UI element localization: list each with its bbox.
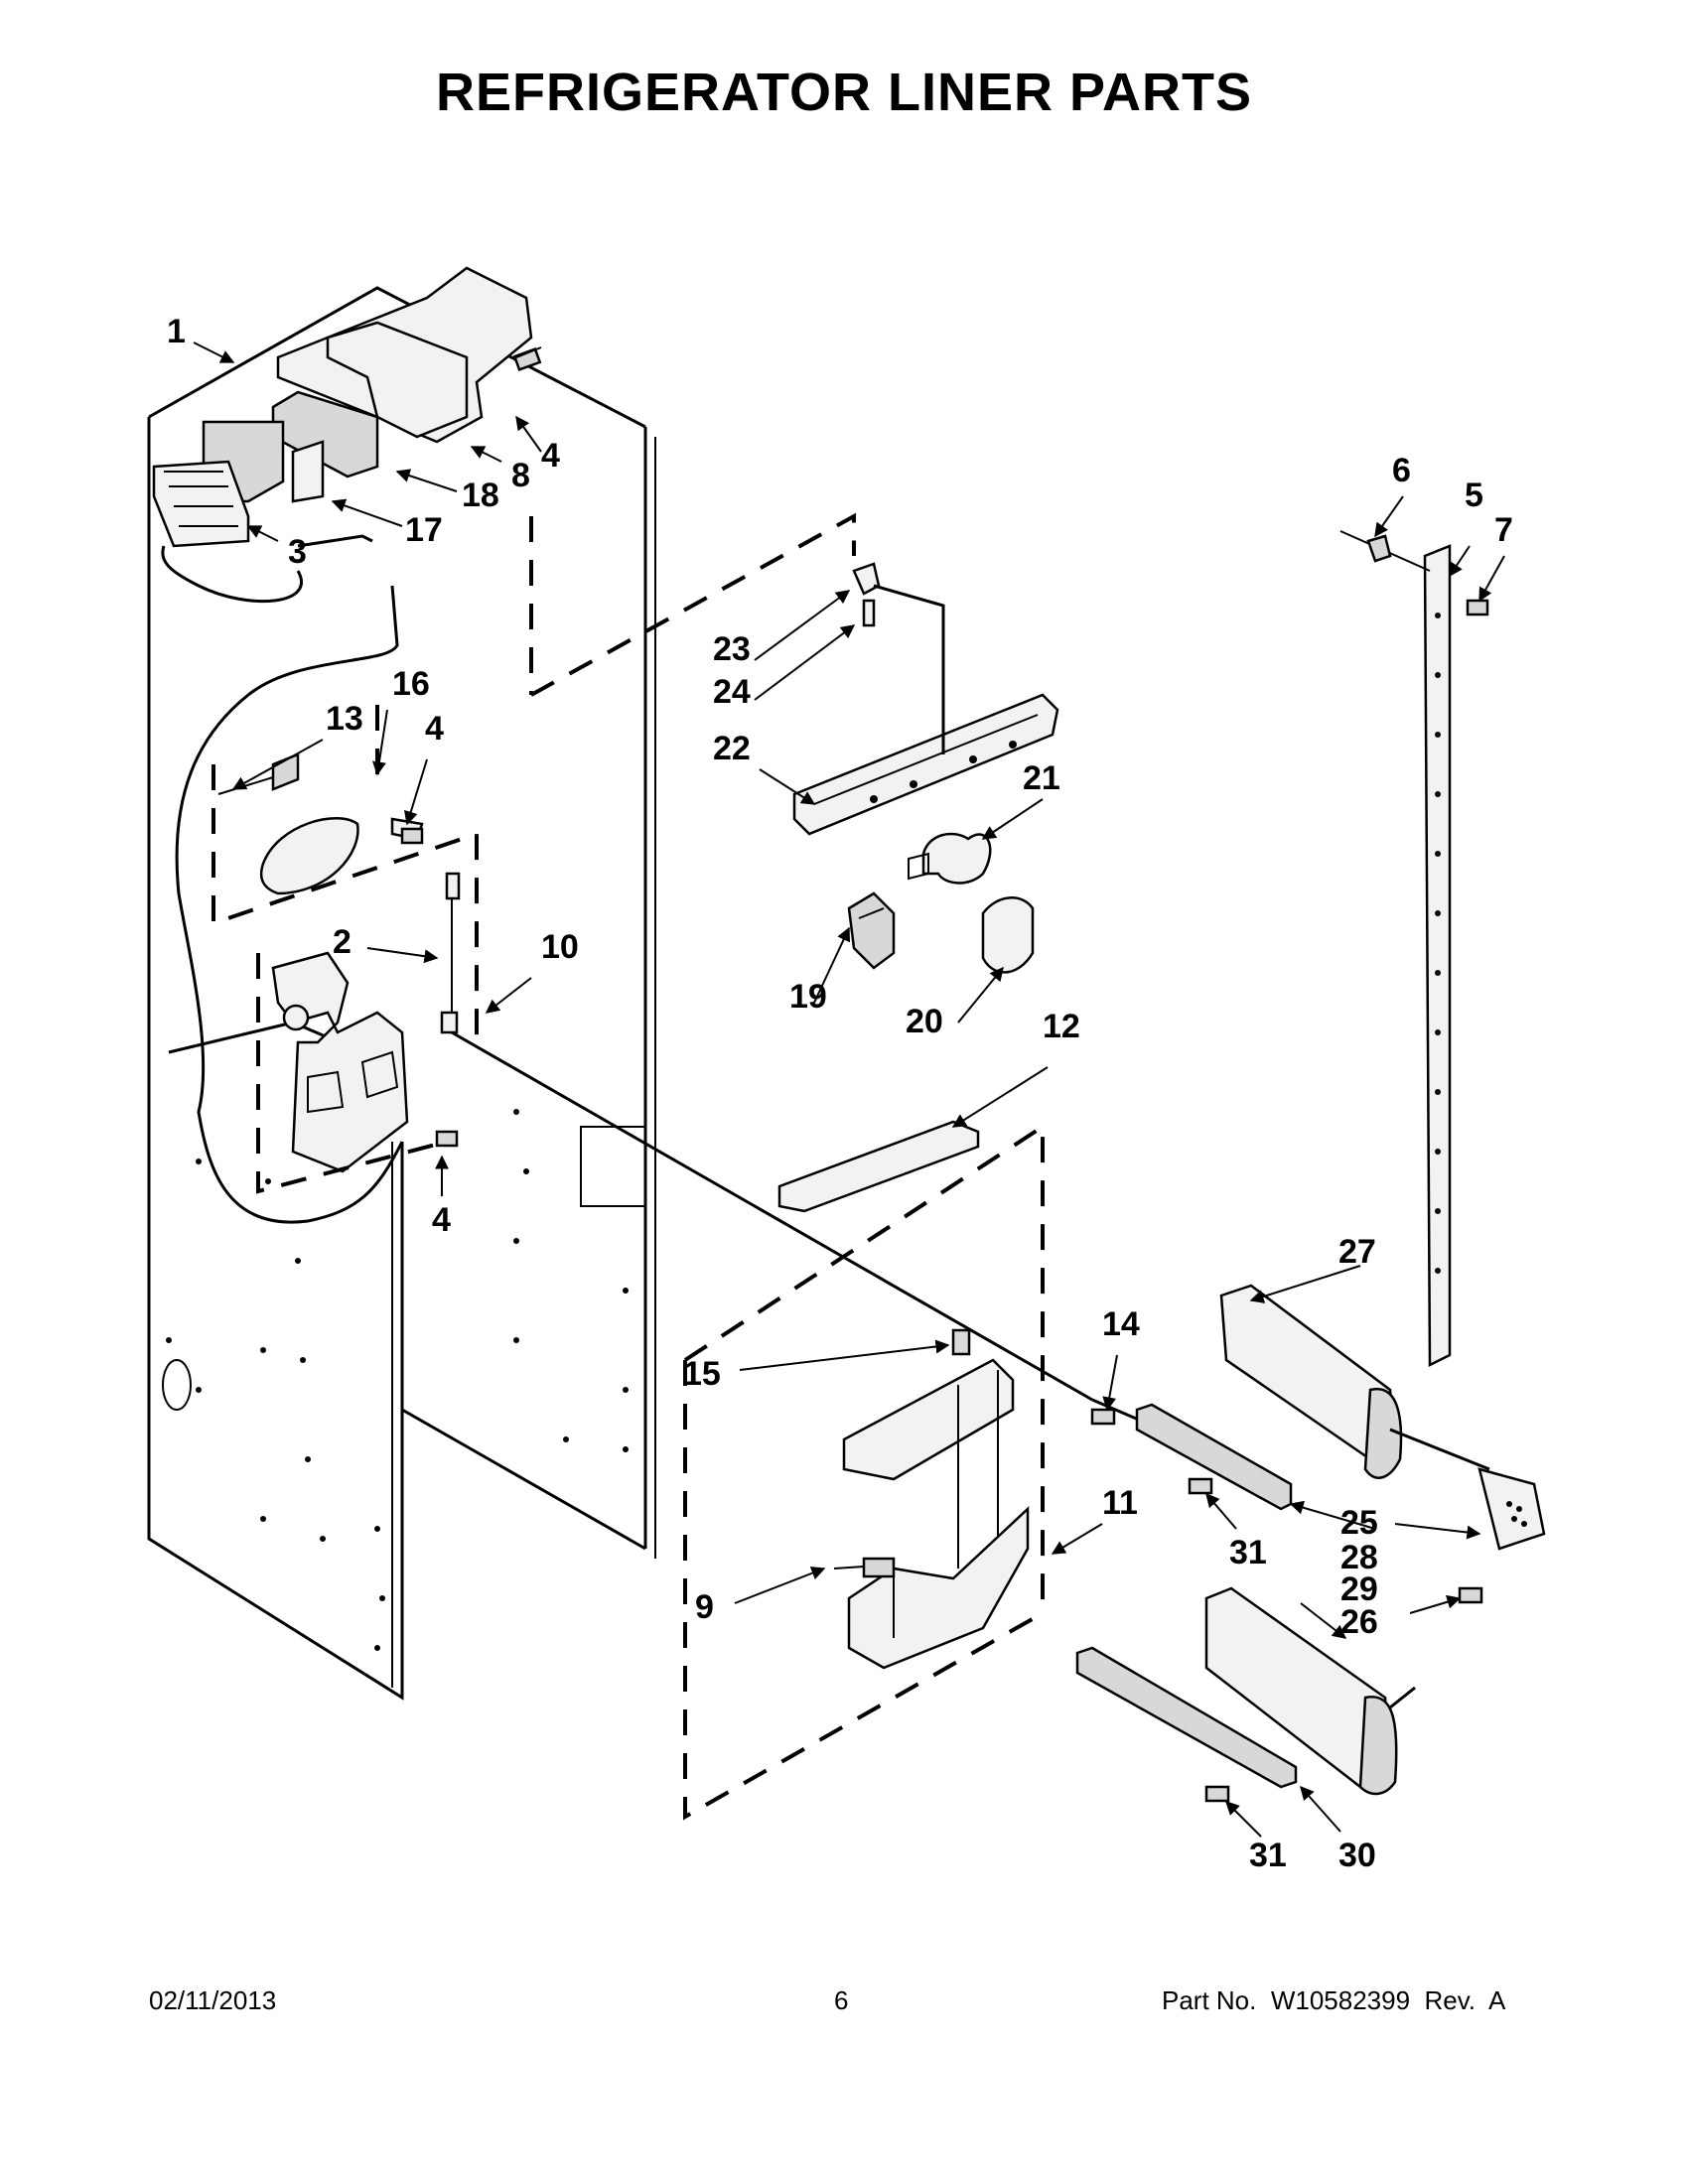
screw-26 [1458,1586,1483,1604]
light-housing [271,872,461,1173]
callout-1: 1 [167,313,186,350]
callout-26: 26 [1340,1603,1378,1641]
lower-crisper-cover [1204,1586,1398,1796]
air-tower-housing [152,266,533,548]
callout-31-lower: 31 [1249,1837,1287,1874]
control-module [217,752,424,895]
callout-14: 14 [1102,1305,1140,1343]
leader-arrows [193,341,1505,1838]
callout-31-upper: 31 [1229,1534,1267,1571]
liner-panel [147,286,656,1701]
callout-11: 11 [1102,1484,1138,1522]
callout-8: 8 [511,457,530,494]
callout-16: 16 [392,665,430,703]
screw-7 [1466,599,1489,616]
callout-2: 2 [333,923,352,961]
callout-15: 15 [683,1355,721,1393]
footer-part-number: Part No. W10582399 Rev. A [1162,1985,1506,2015]
callout-9: 9 [695,1588,714,1626]
screw-15 [951,1328,971,1356]
callout-22: 22 [713,730,751,767]
callout-18: 18 [462,477,499,514]
light-cover [981,896,1035,974]
page-title: REFRIGERATOR LINER PARTS [435,63,1253,122]
footer-date: 02/11/2013 [149,1985,277,2015]
control-box-cover [842,1358,1015,1569]
callout-6: 6 [1392,452,1411,489]
callout-20: 20 [906,1003,943,1040]
callout-27: 27 [1338,1233,1376,1271]
callout-5: 5 [1465,477,1483,514]
control-box [847,1506,1030,1670]
light-bulb [908,832,992,885]
lower-drawer-slide [1075,1646,1298,1789]
callout-29: 29 [1340,1570,1378,1608]
callout-21: 21 [1023,759,1060,797]
shelf-rail [1423,544,1452,1368]
callout-12: 12 [1043,1008,1080,1045]
callout-4-middle: 4 [425,710,444,748]
callout-13: 13 [326,700,363,738]
callout-3: 3 [288,533,307,571]
humidity-control [1477,1467,1546,1551]
callout-24: 24 [713,673,751,711]
light-shield [777,1120,980,1213]
callout-23: 23 [713,630,751,668]
upper-crisper-cover [1219,1284,1403,1479]
screw-31-lower [1204,1785,1230,1803]
callout-30: 30 [1338,1837,1376,1874]
callout-28: 28 [1340,1539,1378,1576]
callout-10: 10 [541,928,579,966]
footer-page-number: 6 [834,1985,849,2015]
wire-connector [833,1557,896,1578]
screw-4-top [512,346,542,371]
callout-4-top: 4 [541,437,560,475]
callout-25: 25 [1340,1504,1378,1542]
callout-4-lower: 4 [432,1201,451,1239]
screw-31-upper [1188,1477,1213,1495]
callout-17: 17 [405,511,443,549]
screw-4-lower [435,1130,459,1148]
upper-drawer-slide [1135,1403,1293,1511]
callout-19: 19 [789,978,827,1016]
screw-4-middle [400,827,424,845]
rail-cap [1366,534,1392,563]
light-socket-bracket [792,693,1059,836]
callout-7: 7 [1494,511,1513,549]
screw-14 [1090,1408,1116,1426]
callout-labels: 1 2 3 4 4 4 5 6 7 8 9 10 11 12 13 14 15 … [167,313,1513,1874]
light-socket [847,891,896,970]
